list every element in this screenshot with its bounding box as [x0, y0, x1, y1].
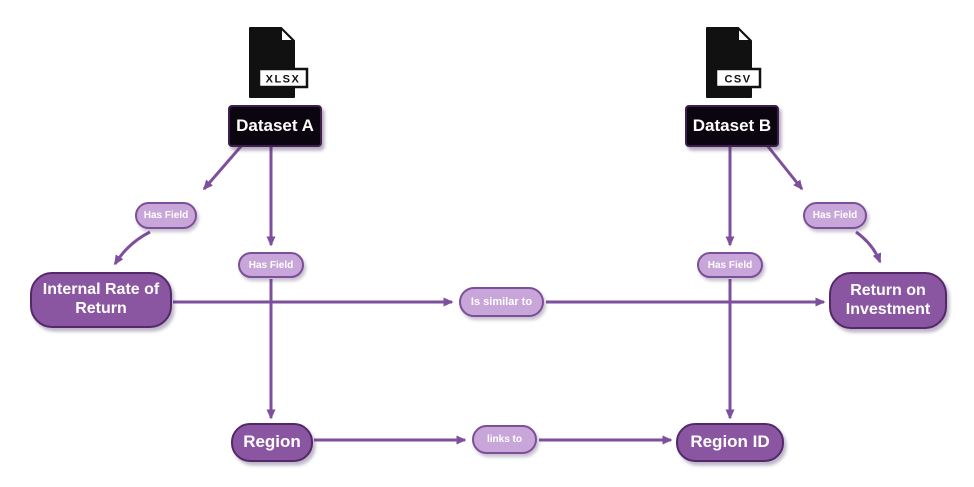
region-id-label: Region ID — [690, 432, 770, 452]
edge-dataset-a-to-hasfield-irr — [202, 143, 245, 191]
relation-label: links to — [486, 434, 522, 445]
node-dataset-a[interactable]: Dataset A — [228, 105, 322, 147]
csv-badge-label: CSV — [724, 74, 751, 86]
relation-pill-a-has-field-region[interactable]: Has Field — [238, 252, 304, 278]
edge-hasfield-to-irr — [113, 230, 151, 266]
edge-hasfield-to-roi — [855, 230, 882, 264]
node-internal-rate-of-return[interactable]: Internal Rate of Return — [30, 272, 172, 328]
edge-dataset-b-to-hasfield-roi — [764, 143, 804, 191]
relation-pill-b-has-field-region-id[interactable]: Has Field — [697, 252, 763, 278]
relation-label: Has Field — [812, 210, 858, 221]
relation-label: Has Field — [707, 259, 753, 271]
relation-label: Has Field — [248, 259, 294, 271]
relation-label: Has Field — [143, 210, 189, 221]
relation-pill-links-to[interactable]: links to — [472, 425, 537, 454]
return-on-investment-label: Return on Investment — [845, 281, 931, 318]
relation-pill-b-has-field-roi[interactable]: Has Field — [803, 202, 867, 229]
xlsx-badge-label: XLSX — [266, 74, 301, 86]
node-return-on-investment[interactable]: Return on Investment — [829, 272, 947, 329]
relation-pill-is-similar-to[interactable]: Is similar to — [459, 287, 544, 317]
relation-label: Is similar to — [470, 296, 533, 308]
node-dataset-b[interactable]: Dataset B — [685, 105, 779, 147]
internal-rate-of-return-label: Internal Rate of Return — [42, 281, 160, 317]
node-region-id[interactable]: Region ID — [676, 423, 784, 462]
xlsx-file-icon: XLSX — [249, 27, 309, 98]
relation-pill-a-has-field-irr[interactable]: Has Field — [135, 202, 197, 229]
node-region[interactable]: Region — [231, 423, 313, 462]
dataset-b-label: Dataset B — [692, 116, 772, 135]
region-label: Region — [243, 432, 301, 452]
dataset-a-label: Dataset A — [236, 116, 314, 135]
csv-file-icon: CSV — [706, 27, 762, 98]
